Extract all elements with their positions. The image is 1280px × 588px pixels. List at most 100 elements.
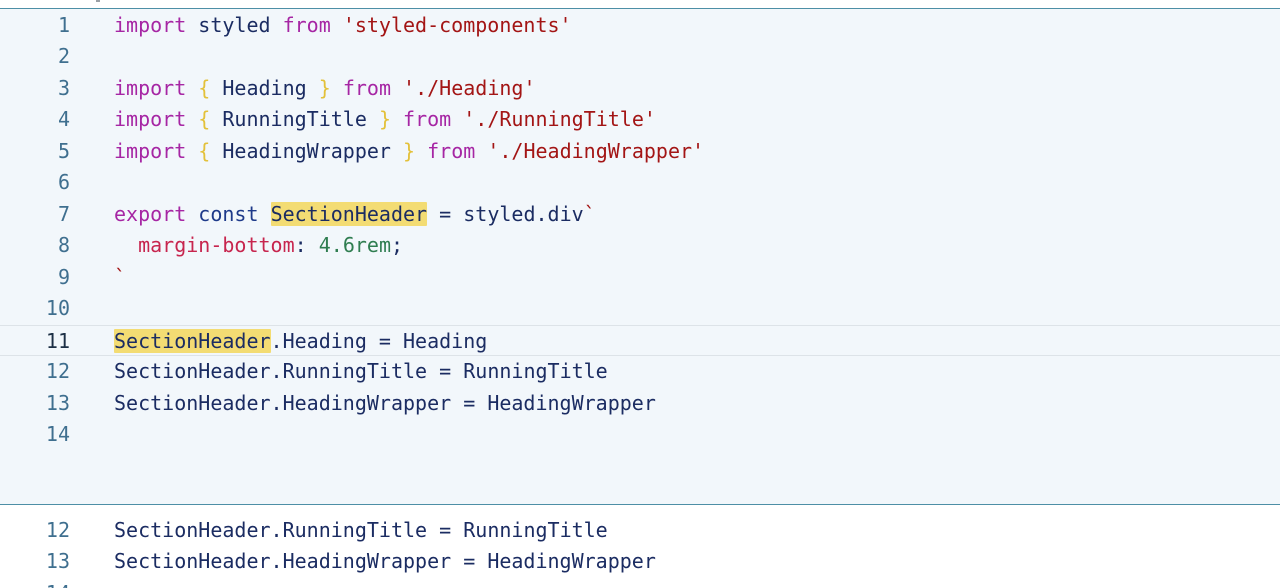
token-identifier: .RunningTitle bbox=[270, 518, 428, 542]
token-punctuation: ; bbox=[390, 233, 404, 257]
line-code: export const SectionHeader = styled.div` bbox=[114, 202, 596, 226]
line-code: SectionHeader.RunningTitle = RunningTitl… bbox=[114, 359, 608, 383]
line-number: 9 bbox=[57, 265, 70, 289]
token-brace: { bbox=[198, 139, 211, 163]
token-operator: = bbox=[463, 549, 476, 573]
token-identifier: styled bbox=[198, 13, 271, 37]
token-keyword: from bbox=[342, 76, 391, 100]
token-keyword: from bbox=[427, 139, 476, 163]
token-operator: = bbox=[439, 202, 452, 226]
line-number: 14 bbox=[0, 581, 70, 588]
token-identifier: .RunningTitle bbox=[270, 359, 428, 383]
token-css-property: margin-bottom bbox=[138, 233, 295, 257]
token-string: 'styled-components' bbox=[342, 13, 572, 37]
token-operator: = bbox=[439, 518, 452, 542]
line-code: import { Heading } from './Heading' bbox=[114, 76, 536, 100]
code-line[interactable]: 13 SectionHeader.HeadingWrapper = Headin… bbox=[0, 388, 1280, 419]
code-line[interactable]: 9 ` bbox=[0, 262, 1280, 293]
token-string: './HeadingWrapper' bbox=[487, 139, 705, 163]
token-punctuation: . bbox=[535, 202, 548, 226]
line-number: 11 bbox=[45, 329, 70, 353]
token-brace: } bbox=[378, 107, 391, 131]
token-identifier: SectionHeader bbox=[114, 518, 271, 542]
line-number: 6 bbox=[57, 170, 70, 194]
token-string: './RunningTitle' bbox=[463, 107, 656, 131]
line-number: 7 bbox=[57, 202, 70, 226]
line-code: import { HeadingWrapper } from './Headin… bbox=[114, 139, 704, 163]
code-line[interactable]: 1 import styled from 'styled-components' bbox=[0, 10, 1280, 41]
token-keyword: from bbox=[282, 13, 331, 37]
code-line[interactable]: 13 SectionHeader.HeadingWrapper = Headin… bbox=[0, 546, 1280, 577]
token-keyword: import bbox=[114, 139, 187, 163]
code-editor-panel[interactable]: 1 import styled from 'styled-components'… bbox=[0, 8, 1280, 505]
token-operator: = bbox=[463, 391, 476, 415]
token-brace: } bbox=[403, 139, 416, 163]
token-identifier: Heading bbox=[222, 76, 307, 100]
line-number: 2 bbox=[57, 44, 70, 68]
line-number: 10 bbox=[45, 296, 70, 320]
token-identifier-highlighted: SectionHeader bbox=[114, 329, 271, 353]
line-code: import { RunningTitle } from './RunningT… bbox=[114, 107, 656, 131]
token-brace: { bbox=[198, 76, 211, 100]
token-identifier: .HeadingWrapper bbox=[270, 549, 452, 573]
token-identifier: .Heading bbox=[270, 329, 367, 353]
token-keyword: import bbox=[114, 107, 187, 131]
line-number: 12 bbox=[45, 359, 70, 383]
code-line[interactable]: 2 bbox=[0, 41, 1280, 72]
line-code: margin-bottom: 4.6rem; bbox=[114, 233, 403, 257]
token-brace: { bbox=[198, 107, 211, 131]
scroll-tick-mark bbox=[96, 0, 100, 2]
token-identifier: HeadingWrapper bbox=[487, 549, 656, 573]
top-strip bbox=[0, 0, 1280, 8]
code-line[interactable]: 14 bbox=[0, 419, 1280, 450]
token-identifier: SectionHeader bbox=[114, 549, 271, 573]
line-code: SectionHeader.HeadingWrapper = HeadingWr… bbox=[114, 391, 656, 415]
line-code: SectionHeader.HeadingWrapper = HeadingWr… bbox=[114, 549, 656, 573]
code-line[interactable]: 5 import { HeadingWrapper } from './Head… bbox=[0, 136, 1280, 167]
token-identifier: SectionHeader bbox=[114, 391, 271, 415]
token-identifier: RunningTitle bbox=[222, 107, 367, 131]
token-identifier: HeadingWrapper bbox=[222, 139, 391, 163]
token-keyword: from bbox=[403, 107, 452, 131]
token-identifier: .HeadingWrapper bbox=[270, 391, 452, 415]
line-number: 4 bbox=[57, 107, 70, 131]
token-operator: = bbox=[439, 359, 452, 383]
token-identifier: styled bbox=[463, 202, 536, 226]
token-identifier: HeadingWrapper bbox=[487, 391, 656, 415]
token-keyword: const bbox=[198, 202, 259, 226]
line-number: 1 bbox=[57, 13, 70, 37]
token-string: './Heading' bbox=[403, 76, 536, 100]
token-operator: = bbox=[378, 329, 391, 353]
token-brace: } bbox=[318, 76, 331, 100]
line-number: 13 bbox=[45, 391, 70, 415]
code-line[interactable]: 12 SectionHeader.RunningTitle = RunningT… bbox=[0, 356, 1280, 387]
token-identifier-highlighted: SectionHeader bbox=[270, 202, 428, 226]
line-code: SectionHeader.Heading = Heading bbox=[114, 329, 487, 353]
line-number: 14 bbox=[45, 422, 70, 446]
token-identifier: RunningTitle bbox=[463, 359, 608, 383]
code-line[interactable]: 3 import { Heading } from './Heading' bbox=[0, 73, 1280, 104]
code-line[interactable]: 8 margin-bottom: 4.6rem; bbox=[0, 230, 1280, 261]
token-number: 4.6rem bbox=[318, 233, 391, 257]
token-identifier: SectionHeader bbox=[114, 359, 271, 383]
code-line[interactable]: 12 SectionHeader.RunningTitle = RunningT… bbox=[0, 515, 1280, 546]
token-keyword: import bbox=[114, 76, 187, 100]
token-template-delimiter: ` bbox=[114, 265, 127, 289]
code-line[interactable]: 14 bbox=[0, 578, 1280, 588]
line-number: 13 bbox=[45, 549, 70, 573]
code-line[interactable]: 7 export const SectionHeader = styled.di… bbox=[0, 199, 1280, 230]
token-keyword: import bbox=[114, 13, 187, 37]
token-identifier: Heading bbox=[403, 329, 488, 353]
token-punctuation: : bbox=[294, 233, 307, 257]
code-line[interactable]: 4 import { RunningTitle } from './Runnin… bbox=[0, 104, 1280, 135]
code-line[interactable]: 6 bbox=[0, 167, 1280, 198]
code-line-current[interactable]: 11 SectionHeader.Heading = Heading bbox=[0, 325, 1280, 356]
line-number: 8 bbox=[57, 233, 70, 257]
token-keyword: export bbox=[114, 202, 187, 226]
code-line[interactable]: 10 bbox=[0, 293, 1280, 324]
token-identifier: RunningTitle bbox=[463, 518, 608, 542]
code-preview-panel[interactable]: 12 SectionHeader.RunningTitle = RunningT… bbox=[0, 505, 1280, 588]
line-number: 3 bbox=[57, 76, 70, 100]
line-code: import styled from 'styled-components' bbox=[114, 13, 572, 37]
